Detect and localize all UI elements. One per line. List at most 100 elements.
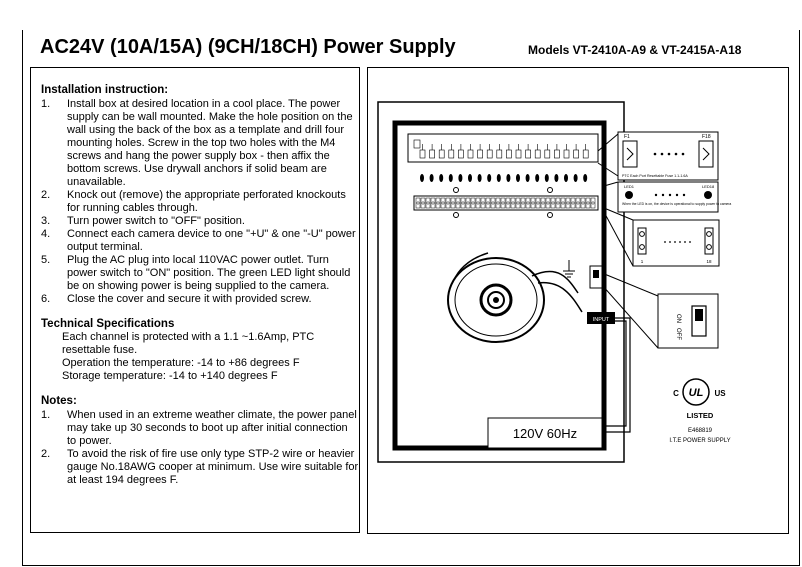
terminal-icon [475,197,481,209]
terminal-icon [505,197,511,209]
terminal-icon [445,197,451,209]
led-icon [535,174,540,182]
led-label-right: LED18 [702,184,715,189]
svg-text:UL: UL [689,387,704,399]
led-icon [496,174,501,182]
mount-screw [547,187,553,193]
led-icon [573,174,578,182]
terminal-icon [415,197,421,209]
terminal-icon [495,197,501,209]
notes-heading: Notes: [41,395,77,407]
terminal-icon [540,197,546,209]
terminal-icon [550,197,556,209]
led-icon [516,174,520,182]
terminal-icon [535,197,541,209]
terminal-icon [460,197,466,209]
terminal-icon [510,197,516,209]
fuse-icon [554,149,560,159]
led-icon [477,174,482,182]
led-icon [704,191,712,199]
page-title: AC24V (10A/15A) (9CH/18CH) Power Supply [40,36,456,58]
fuse-icon [448,149,455,159]
fuse-icon [438,149,445,159]
led-icon [583,174,588,182]
terminal-icon [430,197,436,209]
fuse-icon [486,149,493,159]
spec-line: Operation the temperature: -14 to +86 de… [62,357,300,369]
led-icon [506,174,511,182]
terminal-icon [555,197,561,209]
fuse-icon [506,149,512,159]
led-icon [554,174,559,182]
switch-on-label: ON [675,314,681,323]
led-icon [448,174,453,182]
fuse-icon [525,149,531,159]
ground-icon [563,260,575,278]
terminal-icon [575,197,581,209]
led-caption: When the LED is on, the device is operat… [622,202,731,206]
fuse-first-label: F1 [624,134,630,140]
terminal-icon [470,197,476,209]
terminal-icon [565,197,571,209]
input-label: INPUT [593,317,610,323]
fuse-board [407,133,599,163]
fuse-icon [622,140,638,168]
terminal-first-label: 1 [641,259,644,264]
fuse-last-label: F18 [702,134,711,140]
transformer [447,252,545,343]
ellipsis-dots [654,193,686,197]
led-icon [458,174,463,182]
led-icon [420,174,424,182]
terminal-icon [490,197,496,209]
fuse-icon [419,149,426,159]
ul-listed-logo: UL C US LISTED [673,378,726,420]
spec-line: Storage temperature: -14 to +140 degrees… [62,370,278,382]
terminal-icon [525,197,531,209]
specs-heading: Technical Specifications [41,318,175,330]
mount-screw [453,187,459,193]
terminal-icon [450,197,456,209]
terminal-icon [585,197,591,209]
ellipsis-dots [664,241,691,243]
wiring-diagram-panel: INPUT F1 F18 PTC Each Port Resettable Fu… [367,67,789,534]
terminal-icon [485,197,491,209]
led-icon [625,191,633,199]
voltage-label: 120V 60Hz [513,426,577,441]
fuse-icon [698,140,714,168]
page-border [22,30,800,566]
terminal-icon [704,227,714,255]
list-item: 2.To avoid the risk of fire use only typ… [41,448,359,486]
terminal-icon [435,197,441,209]
ul-number: E468819 [688,428,713,434]
terminal-icon [480,197,486,209]
led-detail-callout [617,181,719,213]
led-icon [439,174,444,182]
wiring-diagram: INPUT F1 F18 PTC Each Port Resettable Fu… [377,101,731,463]
ellipsis-dots [653,152,685,156]
terminal-icon [637,227,647,255]
terminal-icon [420,197,426,209]
mount-screw [547,212,553,218]
terminal-icon [560,197,566,209]
power-cord [603,317,631,433]
input-connector [587,312,615,324]
svg-text:US: US [714,389,726,398]
fuse-icon [534,149,541,159]
list-item: 1.Install box at desired location in a c… [41,98,353,188]
fuse-icon [515,149,522,159]
fuse-icon [429,149,435,159]
ul-product: I.T.E POWER SUPPLY [669,438,730,444]
terminal-icon [425,197,431,209]
led-icon [468,174,472,182]
instructions-panel: Installation instruction: 1.Install box … [30,67,360,533]
terminal-icon [590,197,596,209]
list-item: 2.Knock out (remove) the appropriate per… [41,189,346,214]
led-icon [429,174,434,182]
led-row [420,174,588,182]
led-icon [487,174,492,182]
terminal-icon [520,197,526,209]
svg-text:C: C [673,389,679,398]
terminal-icon [440,197,446,209]
svg-text:LISTED: LISTED [687,411,714,420]
terminal-icon [465,197,471,209]
